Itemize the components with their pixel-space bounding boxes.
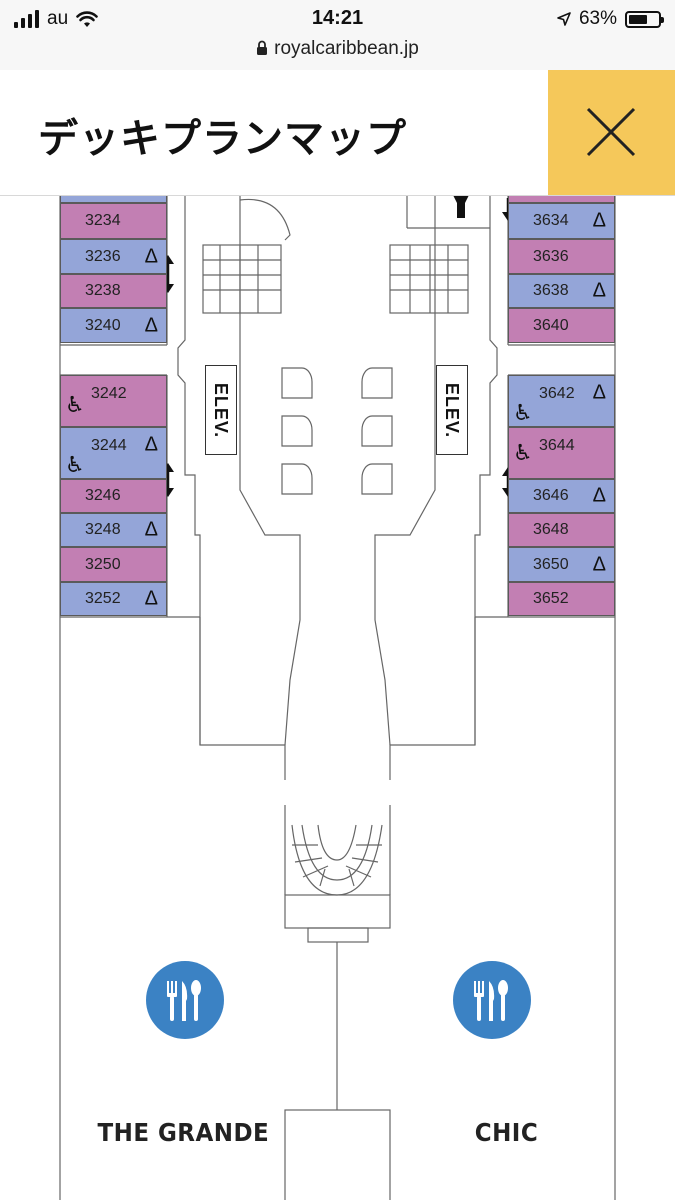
cabin-number: 3236: [85, 247, 121, 265]
status-bar: au 14:21 royalcaribbean.jp 63%: [0, 0, 675, 71]
cabin-right[interactable]: 3640: [508, 308, 615, 343]
cabin-number: 3638: [533, 282, 569, 299]
cabin-number: 3234: [85, 212, 121, 229]
url-text: royalcaribbean.jp: [274, 38, 419, 59]
wheelchair-icon: ♿: [65, 392, 85, 417]
battery-percent: 63%: [578, 8, 617, 29]
cabin-left[interactable]: 3250: [60, 547, 167, 582]
triangle-icon: Δ: [144, 518, 158, 541]
battery-fill: [629, 14, 647, 24]
wheelchair-icon: ♿: [513, 400, 533, 425]
cabin-right[interactable]: 3636: [508, 239, 615, 274]
wifi-icon: [76, 10, 98, 27]
fork-knife-spoon-icon: [167, 980, 201, 1021]
url-bar[interactable]: royalcaribbean.jp: [0, 38, 675, 60]
cabin-left[interactable]: 3240 Δ: [60, 308, 167, 343]
location-arrow-icon: [557, 12, 571, 26]
clock: 14:21: [311, 7, 364, 29]
cabin-right[interactable]: 3634 Δ: [508, 203, 615, 239]
elevator-label: ELEV.: [442, 382, 463, 438]
cabin-number: 3244: [91, 437, 127, 454]
triangle-icon: Δ: [144, 587, 158, 610]
dining-icon[interactable]: [453, 961, 531, 1039]
cabin-number: 3250: [85, 555, 121, 573]
fork-knife-spoon-icon: [474, 980, 508, 1021]
signal-icon: [14, 10, 39, 28]
venue-label-grande: THE GRANDE: [97, 1118, 270, 1147]
cabin-right[interactable]: 3644 ♿: [508, 427, 615, 479]
cabin-number: 3246: [85, 487, 121, 504]
wheelchair-icon: ♿: [65, 452, 85, 477]
cabin-right[interactable]: 3638 Δ: [508, 274, 615, 308]
elevator-right: ELEV.: [436, 365, 468, 455]
cabin-number: 3634: [533, 212, 569, 229]
battery-icon: [625, 10, 664, 28]
cabin-number: 3238: [85, 282, 121, 299]
triangle-icon: Δ: [592, 279, 606, 302]
cabin-number: 3652: [533, 590, 569, 607]
triangle-icon: Δ: [592, 381, 606, 404]
cabin-left[interactable]: 3248 Δ: [60, 513, 167, 547]
cabin-number: 3644: [539, 437, 575, 454]
cabin-number: 3640: [533, 316, 569, 334]
page-title: デッキプランマップ: [38, 117, 407, 161]
lock-icon: [257, 40, 268, 55]
cabin-number: 3248: [85, 521, 121, 538]
cabin-number: 3242: [91, 385, 127, 402]
cabin-right[interactable]: 3642 Δ ♿: [508, 375, 615, 427]
elevator-left: ELEV.: [205, 365, 237, 455]
elevator-label: ELEV.: [211, 382, 232, 438]
cabin-left[interactable]: 3242 ♿: [60, 375, 167, 427]
status-right: 63%: [557, 8, 664, 30]
triangle-icon: Δ: [592, 484, 606, 507]
cabin-number: 3240: [85, 316, 121, 334]
cabin-left[interactable]: 3246: [60, 479, 167, 513]
cabin-partial-right: [508, 195, 615, 203]
triangle-icon: Δ: [144, 245, 158, 267]
wheelchair-icon: ♿: [513, 440, 533, 465]
cabin-left[interactable]: 3238: [60, 274, 167, 308]
cabin-number: 3650: [533, 555, 569, 573]
deck-floorplan: [59, 195, 616, 1200]
dining-icon[interactable]: [146, 961, 224, 1039]
cabin-right[interactable]: 3648: [508, 513, 615, 547]
triangle-icon: Δ: [144, 314, 158, 336]
close-button[interactable]: [548, 70, 675, 195]
cabin-number: 3646: [533, 487, 569, 504]
cabin-number: 3252: [85, 590, 121, 607]
cabin-left[interactable]: 3252 Δ: [60, 582, 167, 616]
cabin-partial-left: [60, 195, 167, 203]
carrier-label: au: [47, 8, 69, 29]
cabin-left[interactable]: 3234: [60, 203, 167, 239]
cabin-number: 3636: [533, 247, 569, 265]
triangle-icon: Δ: [592, 553, 606, 575]
cabin-number: 3648: [533, 521, 569, 538]
page-header: デッキプランマップ: [0, 70, 675, 196]
cabin-right[interactable]: 3650 Δ: [508, 547, 615, 582]
cabin-right[interactable]: 3652: [508, 582, 615, 616]
close-icon: [586, 107, 636, 157]
triangle-icon: Δ: [592, 209, 606, 232]
cabin-left[interactable]: 3236 Δ: [60, 239, 167, 274]
venue-label-chic: CHIC: [474, 1118, 539, 1147]
status-left: au: [14, 8, 98, 30]
cabin-number: 3642: [539, 385, 575, 402]
cabin-right[interactable]: 3646 Δ: [508, 479, 615, 513]
cabin-left[interactable]: 3244 Δ ♿: [60, 427, 167, 479]
triangle-icon: Δ: [144, 433, 158, 456]
